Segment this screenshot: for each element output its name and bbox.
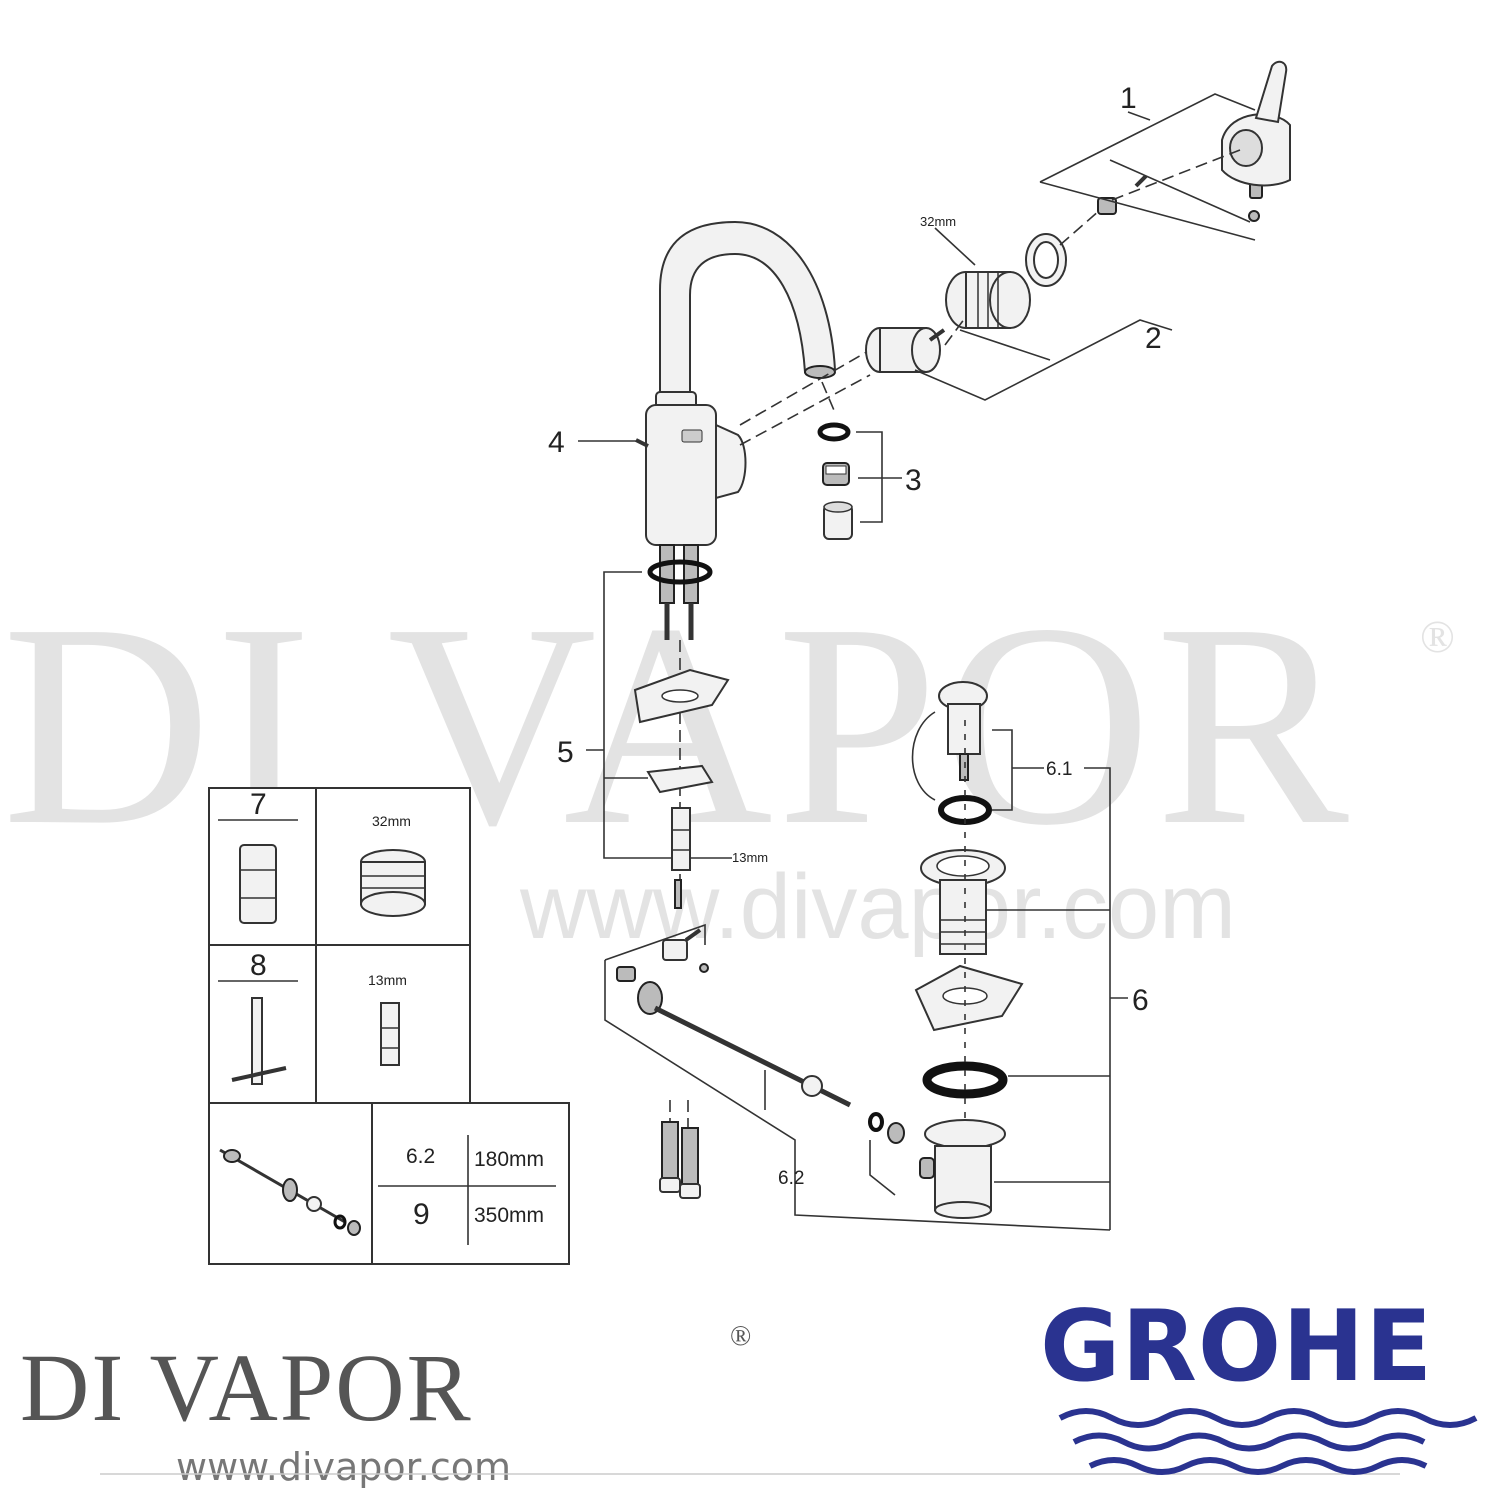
leader-1 (1127, 111, 1151, 121)
callout-4: 4 (548, 426, 565, 459)
callout-6-1: 6.1 (1046, 759, 1072, 780)
logo-plate (681, 429, 703, 443)
pivot-ball (801, 1075, 823, 1097)
aerator-assembly: 3 (817, 381, 922, 540)
grohe-logo-text: GROHE (1040, 1290, 1433, 1404)
bracket-1-top (1039, 93, 1256, 183)
callout-6: 6 (1132, 984, 1149, 1017)
bracket-1-bottom (1039, 181, 1256, 241)
hose-left-top (659, 544, 675, 604)
footer: DI VAPOR ® www.divapor.com GROHE (20, 1290, 1478, 1489)
aerator-washer (817, 422, 851, 442)
bracket-2-inner (959, 329, 1051, 361)
table-rod-frame (208, 1102, 570, 1265)
bracket-5 (603, 571, 672, 859)
explode-line-upper (739, 349, 871, 426)
explode-line-handle (1111, 149, 1241, 201)
callout-2: 2 (1145, 322, 1162, 355)
footer-url: www.divapor.com (176, 1445, 511, 1489)
popup-linkage: 6.2 (604, 923, 1111, 1231)
callout-5: 5 (557, 736, 574, 769)
spares-table: 7 32mm 8 13mm (208, 787, 570, 1265)
waste-flange (920, 849, 1006, 955)
flex-hose-left (661, 1121, 679, 1179)
watermark-url: www.divapor.com (519, 856, 1236, 958)
linkage-clip-leader (869, 1140, 896, 1196)
rod-length-1: 180mm (474, 1148, 544, 1171)
fixing-set: 13mm 5 (557, 571, 768, 909)
handle-cap (1248, 210, 1260, 222)
cartridge-assembly: 32mm 1 2 (739, 60, 1291, 446)
hose-nut-right (679, 1183, 701, 1199)
spare-7-nut (360, 849, 426, 917)
spare-8-spindle (380, 1002, 400, 1066)
callout-4-group: 4 (548, 426, 636, 459)
base-seal-ring (647, 559, 713, 585)
plug-rotate-arrow (911, 711, 936, 801)
plug-stem (959, 753, 969, 781)
linkage-box-top (604, 923, 706, 961)
spare-7-label: 7 (250, 788, 267, 821)
watermark-reg: ® (1420, 611, 1455, 662)
callout-3: 3 (905, 464, 922, 497)
spout-outlet (804, 365, 836, 379)
plug-stem-body (947, 703, 981, 755)
threaded-nut-32mm (945, 271, 1031, 329)
explode-line-nut (944, 317, 966, 346)
tap-column (645, 404, 717, 546)
footer-brand: DI VAPOR (20, 1334, 473, 1441)
cover-ring (1025, 233, 1067, 287)
rod-washer-2 (887, 1122, 905, 1144)
rod-connector (616, 966, 636, 982)
clamp-nut (699, 963, 709, 973)
popup-lever-stub (635, 438, 649, 448)
waste-assembly: 6.1 6 (911, 681, 1149, 1230)
dim-leader-32mm (934, 227, 976, 266)
dim-label-32mm: 32mm (920, 214, 956, 229)
waste-body (919, 1119, 1006, 1219)
dim-label-13mm: 13mm (732, 850, 768, 865)
threaded-stud (671, 807, 691, 871)
rod-ref-1: 6.2 (406, 1145, 435, 1168)
horseshoe-washer (646, 764, 714, 794)
explode-line-ring (1059, 209, 1101, 246)
hose-right-top (683, 544, 699, 604)
spout (659, 220, 837, 406)
spare-8-dim: 13mm (368, 972, 407, 988)
aerator-housing (823, 501, 853, 540)
bracket-3 (856, 431, 883, 523)
rod-ref-2: 9 (413, 1198, 430, 1231)
clamp-screw (684, 928, 702, 942)
bracket-1-mid (1109, 159, 1251, 223)
grub-screw (1134, 174, 1148, 188)
callout-1: 1 (1120, 82, 1137, 115)
handle-hub (715, 423, 747, 500)
callout-6-2: 6.2 (778, 1168, 804, 1189)
aerator-insert (822, 462, 850, 486)
rod-length-2: 350mm (474, 1204, 544, 1227)
waste-side-port (919, 1157, 935, 1179)
aerator-explode (821, 381, 837, 416)
explode-line-lower (739, 374, 871, 446)
grohe-waves-icon (1058, 1408, 1478, 1475)
rod-washer-1 (868, 1112, 884, 1132)
rod-illustration (219, 1148, 361, 1236)
spare-8-tool (231, 997, 287, 1085)
waste-o-ring (922, 1061, 1008, 1099)
footer-reg: ® (730, 1321, 751, 1352)
lever-handle (1221, 60, 1291, 187)
spare-8-label: 8 (250, 949, 267, 982)
hose-nut-left (659, 1177, 681, 1193)
rod-clamp (662, 939, 688, 961)
spare-7-tool (239, 844, 277, 924)
stud-pin (674, 879, 682, 909)
spare-7-dim: 32mm (372, 813, 411, 829)
bracket-2 (914, 319, 1173, 401)
bracket-6-1 (992, 729, 1013, 811)
tap-body (635, 220, 837, 640)
flex-hose-right (681, 1127, 699, 1185)
cartridge (865, 327, 946, 373)
linkage-box-bottom (604, 960, 1111, 1231)
